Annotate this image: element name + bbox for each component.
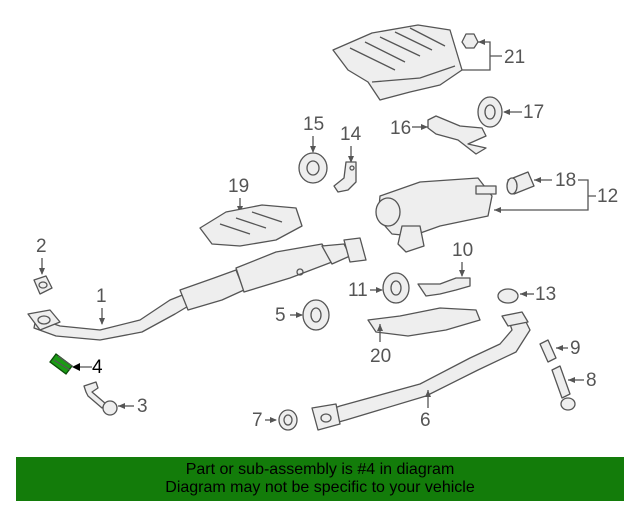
part-16-bracket[interactable]	[427, 115, 487, 155]
callout-3[interactable]: 3	[137, 396, 148, 417]
arrow-3	[118, 403, 125, 409]
arrow-14	[348, 156, 354, 163]
arrow-9	[556, 345, 563, 351]
part-4-highlighted[interactable]	[49, 353, 73, 375]
part-21-nut[interactable]	[461, 33, 479, 49]
banner-line-1: Part or sub-assembly is #4 in diagram	[185, 461, 455, 478]
part-12-muffler[interactable]	[375, 177, 497, 253]
part-18-tail-tip[interactable]	[506, 171, 535, 195]
callout-7[interactable]: 7	[252, 410, 263, 431]
part-21-heat-shield[interactable]	[332, 24, 463, 101]
callout-18[interactable]: 18	[555, 170, 576, 191]
leader-12	[494, 179, 596, 211]
callout-12[interactable]: 12	[597, 186, 618, 207]
arrow-2	[39, 268, 45, 275]
callout-17[interactable]: 17	[523, 102, 544, 123]
callout-8[interactable]: 8	[586, 370, 597, 391]
callout-13[interactable]: 13	[535, 284, 556, 305]
exhaust-parts-diagram: 21 17 16 15 14 18 12 19	[27, 24, 618, 431]
part-9-stud[interactable]	[539, 339, 557, 363]
callout-16[interactable]: 16	[390, 118, 411, 139]
callout-19[interactable]: 19	[228, 176, 249, 197]
part-3-bolt[interactable]	[83, 381, 118, 416]
arrow-11	[376, 287, 383, 293]
arrow-8	[568, 377, 575, 383]
part-17-hanger[interactable]	[477, 96, 503, 128]
arrow-20	[377, 324, 383, 331]
callout-5[interactable]: 5	[275, 305, 286, 326]
part-2-gasket[interactable]	[33, 275, 53, 295]
info-banner: Part or sub-assembly is #4 in diagram Di…	[16, 457, 624, 501]
callout-21[interactable]: 21	[504, 47, 525, 68]
arrow-5	[296, 312, 303, 318]
part-7-gasket[interactable]	[278, 409, 298, 431]
banner-line-2: Diagram may not be specific to your vehi…	[165, 479, 475, 496]
part-15-hanger[interactable]	[298, 152, 328, 184]
arrow-10	[459, 270, 465, 277]
callout-2[interactable]: 2	[36, 236, 47, 257]
arrow-12	[494, 207, 501, 213]
arrow-15	[310, 146, 316, 153]
callout-6[interactable]: 6	[420, 410, 431, 431]
part-19-heat-shield[interactable]	[199, 204, 303, 247]
arrow-16	[421, 124, 428, 130]
callout-4[interactable]: 4	[92, 357, 103, 378]
part-14-bracket[interactable]	[333, 161, 357, 193]
part-20-insulator[interactable]	[367, 307, 481, 337]
callout-20[interactable]: 20	[370, 346, 391, 367]
callout-15[interactable]: 15	[303, 114, 324, 135]
arrow-21a	[478, 39, 485, 45]
part-11-hanger[interactable]	[382, 272, 410, 304]
part-13-gasket[interactable]	[497, 288, 519, 304]
part-1-front-pipe[interactable]	[27, 237, 367, 341]
part-5-hanger[interactable]	[302, 299, 330, 331]
arrow-6	[425, 390, 431, 397]
callout-11[interactable]: 11	[348, 280, 368, 301]
callout-1[interactable]: 1	[96, 286, 107, 307]
arrow-7	[270, 417, 277, 423]
arrow-4	[72, 363, 80, 371]
callout-10[interactable]: 10	[452, 240, 473, 261]
arrow-18	[534, 177, 541, 183]
callout-9[interactable]: 9	[570, 338, 581, 359]
part-8-bolt[interactable]	[551, 365, 576, 411]
arrow-17	[503, 109, 510, 115]
arrow-1	[99, 318, 105, 325]
part-6-tail-pipe[interactable]	[311, 311, 531, 431]
arrow-13	[520, 291, 527, 297]
callout-14[interactable]: 14	[340, 124, 362, 145]
part-10-bracket[interactable]	[417, 277, 471, 297]
